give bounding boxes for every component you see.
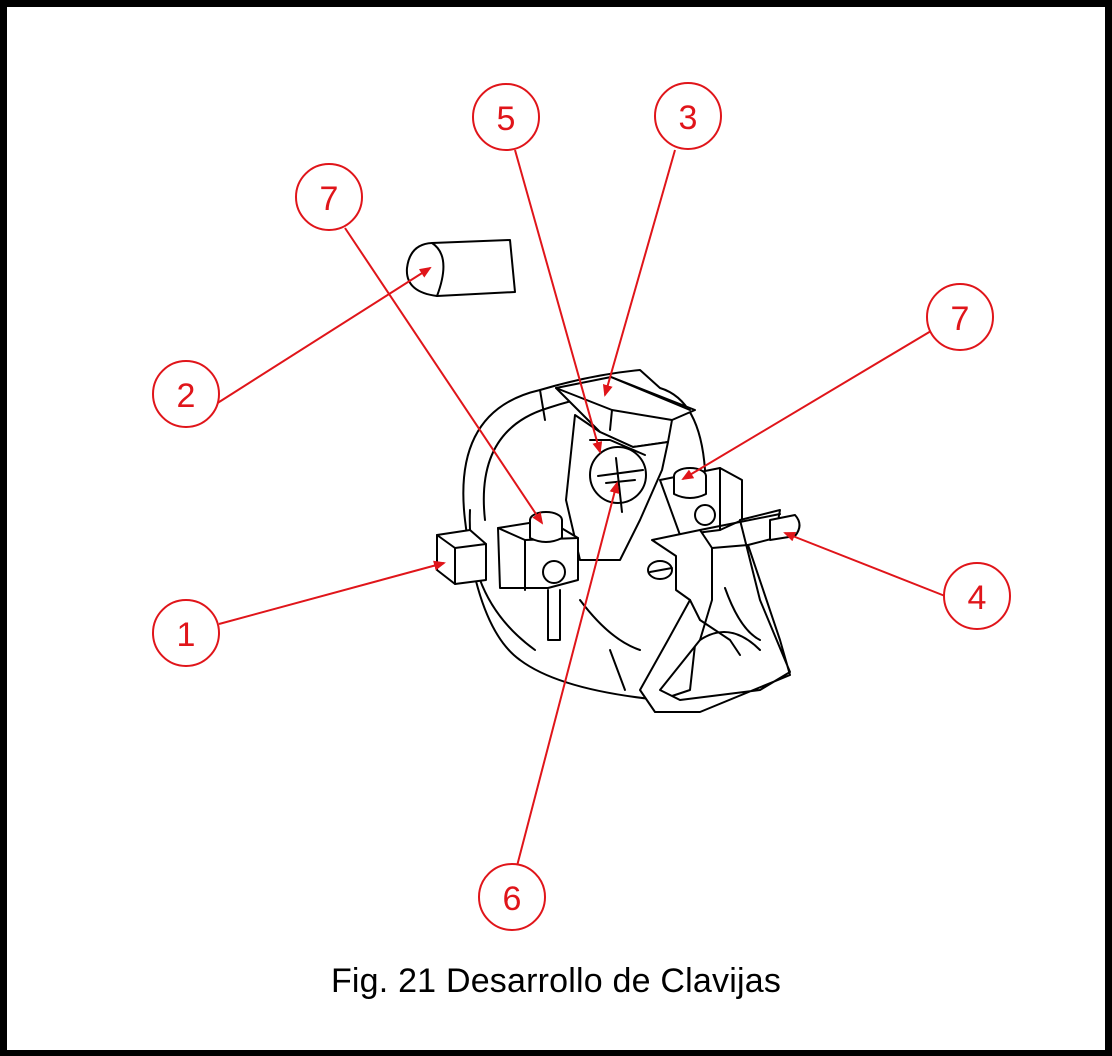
leader-lines [215,149,946,867]
callout-6-label: 6 [503,880,522,918]
figure-caption: Fig. 21 Desarrollo de Clavijas [330,962,782,1000]
leader-2 [215,266,432,405]
plug-assembly-lineart [405,239,801,713]
pin-part-2 [405,239,516,297]
leader-6 [516,481,620,867]
callout-3: 3 [654,82,722,150]
leader-5 [514,149,603,454]
callout-6: 6 [478,863,546,931]
leader-4 [783,532,946,597]
callout-7-left-label: 7 [320,180,339,218]
leader-7-left [344,227,544,525]
leader-7-right [681,330,932,481]
callout-7-right: 7 [926,283,994,351]
callout-1-label: 1 [177,616,196,654]
callout-4-label: 4 [968,579,987,617]
callout-2: 2 [152,360,220,428]
callout-1: 1 [152,599,220,667]
callout-5: 5 [472,83,540,151]
callout-5-label: 5 [497,100,516,138]
leader-3 [602,149,676,397]
callout-4: 4 [943,562,1011,630]
callout-2-label: 2 [177,377,196,415]
callout-balloons: 1 2 3 4 5 6 7 7 [152,82,1011,931]
left-stub-part-1 [436,529,487,585]
callout-7-left: 7 [295,163,363,231]
leader-1 [218,560,446,625]
callout-7-right-label: 7 [951,300,970,338]
callout-3-label: 3 [679,99,698,137]
